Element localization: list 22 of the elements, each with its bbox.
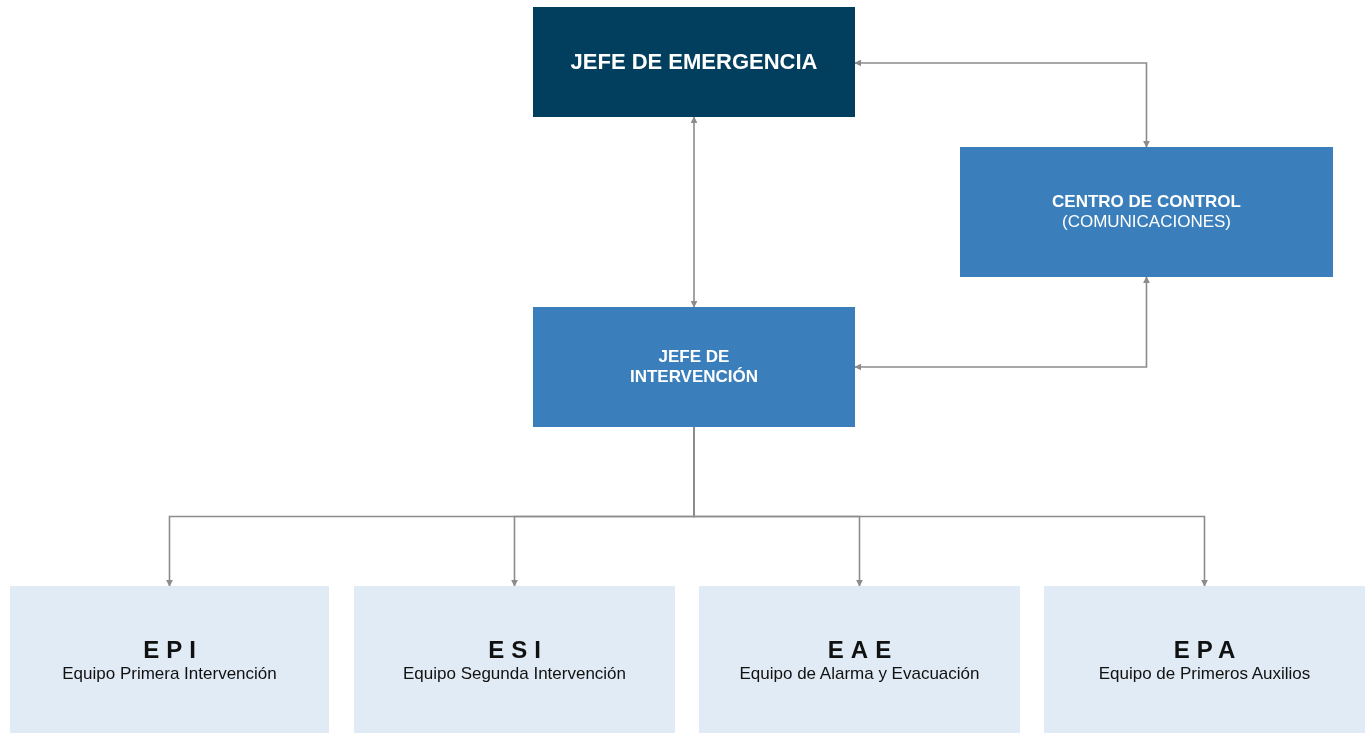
- team-box: [10, 586, 329, 733]
- connector-arrow: [854, 276, 1150, 371]
- team-box: [1044, 586, 1365, 733]
- connector-arrow: [854, 59, 1150, 148]
- role-title: JEFE DE INTERVENCIÓN: [628, 347, 760, 387]
- team-box: [354, 586, 675, 733]
- team-name: Equipo Primera Intervención: [62, 663, 277, 684]
- role-box: [960, 147, 1333, 277]
- team-name: Equipo Segunda Intervención: [402, 663, 627, 684]
- role-box: [533, 7, 855, 117]
- role-title: CENTRO DE CONTROL: [1052, 192, 1241, 212]
- team-acronym: ESI: [488, 635, 548, 664]
- team-acronym: EAE: [827, 635, 899, 664]
- role-box: [533, 307, 855, 427]
- team-box: [699, 586, 1020, 733]
- team-acronym: EPI: [143, 635, 203, 664]
- team-acronym: EPA: [1173, 635, 1243, 664]
- team-name: Equipo de Primeros Auxilios: [1098, 663, 1311, 684]
- role-subtitle: (COMUNICACIONES): [1061, 212, 1232, 232]
- connector-arrow: [690, 116, 698, 308]
- role-title: JEFE DE EMERGENCIA: [570, 49, 818, 75]
- team-name: Equipo de Alarma y Evacuación: [739, 663, 980, 684]
